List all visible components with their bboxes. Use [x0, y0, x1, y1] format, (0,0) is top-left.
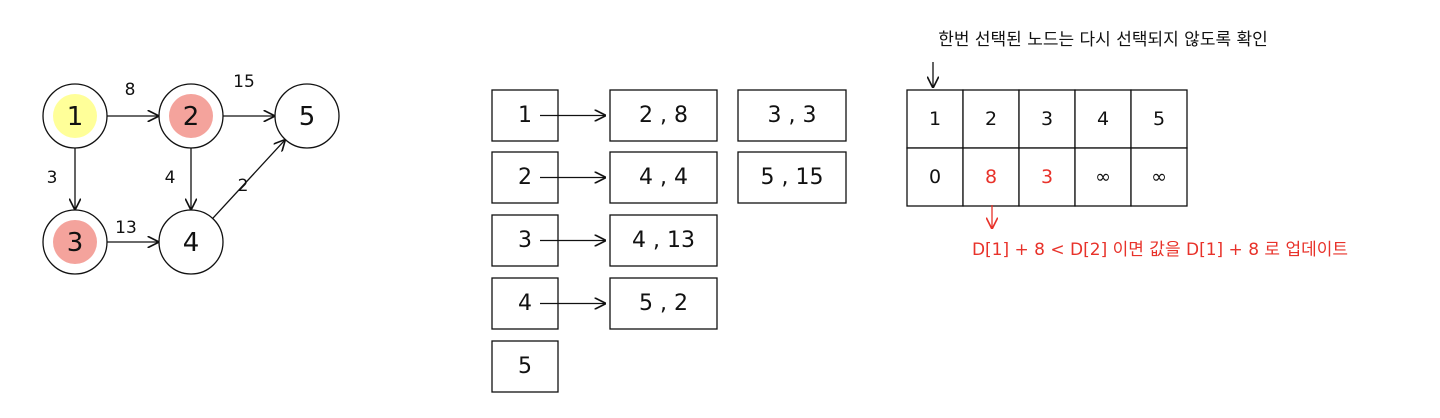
node-1-label: 1	[67, 102, 84, 132]
table-value-label-1: 0	[929, 166, 941, 188]
distance-table: 한번 선택된 노드는 다시 선택되지 않도록 확인 1 0 2 8 3 3 4 ∞ 5 ∞ D[1] …	[906, 30, 1348, 260]
adj-entry-label-3-0: 4 , 13	[632, 228, 695, 253]
adj-entry-label-4-0: 5 , 2	[639, 291, 688, 316]
table-value-cell-1	[906, 147, 964, 207]
node-2-label: 2	[183, 102, 200, 132]
table-header-label-3: 3	[1041, 108, 1053, 130]
edge-4-5	[212, 140, 285, 219]
table-value-label-4: ∞	[1095, 166, 1111, 188]
adj-entry-label-1-1: 3 , 3	[768, 103, 817, 128]
adj-node-label-4: 4	[518, 291, 532, 316]
adj-entry-label-1-0: 2 , 8	[639, 103, 688, 128]
edge-weight-2-4: 4	[165, 168, 176, 188]
table-header-cell-3	[1018, 89, 1076, 149]
adj-node-label-5: 5	[518, 354, 532, 379]
node-5-label: 5	[299, 102, 316, 132]
adj-node-box-5	[491, 340, 559, 393]
table-header-cell-5	[1130, 89, 1188, 149]
adj-entry-box-1-1	[737, 89, 847, 142]
table-value-cell-4	[1074, 147, 1132, 207]
adj-entry-box-2-0	[609, 151, 718, 204]
table-header-cell-2	[962, 89, 1020, 149]
node-4-circle	[158, 209, 224, 275]
table-header-label-5: 5	[1153, 108, 1165, 130]
graph: 8 15 3 4 2 13 1 2 3 4 5	[42, 72, 340, 275]
adj-node-label-3: 3	[518, 228, 532, 253]
table-header-cell-4	[1074, 89, 1132, 149]
node-2-highlight	[169, 94, 213, 138]
adj-node-label-2: 2	[518, 165, 532, 190]
node-5-circle	[274, 83, 340, 149]
adj-entry-box-4-0	[609, 277, 718, 330]
edge-weight-1-2: 8	[125, 80, 136, 100]
table-value-label-2: 8	[985, 166, 997, 188]
table-header-label-4: 4	[1097, 108, 1109, 130]
edge-weight-1-3: 3	[47, 168, 58, 188]
edge-weight-2-5: 15	[233, 72, 255, 92]
node-1-highlight	[53, 94, 97, 138]
adj-node-label-1: 1	[518, 103, 532, 128]
table-header-label-2: 2	[985, 108, 997, 130]
table-header-label-1: 1	[929, 108, 941, 130]
table-top-note: 한번 선택된 노드는 다시 선택되지 않도록 확인	[938, 30, 1268, 50]
node-3-highlight	[53, 220, 97, 264]
table-value-label-3: 3	[1041, 166, 1053, 188]
edge-weight-3-4: 13	[115, 218, 137, 238]
node-4-label: 4	[183, 228, 200, 258]
adj-entry-box-2-1	[737, 151, 847, 204]
adj-entry-box-3-0	[609, 214, 718, 267]
adj-entry-label-2-1: 5 , 15	[761, 165, 824, 190]
node-3-label: 3	[67, 228, 84, 258]
table-update-note: D[1] + 8 < D[2] 이면 값을 D[1] + 8 로 업데이트	[972, 240, 1348, 260]
adj-entry-box-1-0	[609, 89, 718, 142]
edge-weight-4-5: 2	[238, 176, 249, 196]
table-header-cell-1	[906, 89, 964, 149]
adjacency-list: 1 2 , 8 3 , 3 2 4 , 4 5 , 15 3 4 , 13 4 5 , 2 5	[491, 89, 847, 393]
adj-entry-label-2-0: 4 , 4	[639, 165, 688, 190]
table-value-label-5: ∞	[1151, 166, 1167, 188]
table-value-cell-2	[962, 147, 1020, 207]
table-value-cell-5	[1130, 147, 1188, 207]
